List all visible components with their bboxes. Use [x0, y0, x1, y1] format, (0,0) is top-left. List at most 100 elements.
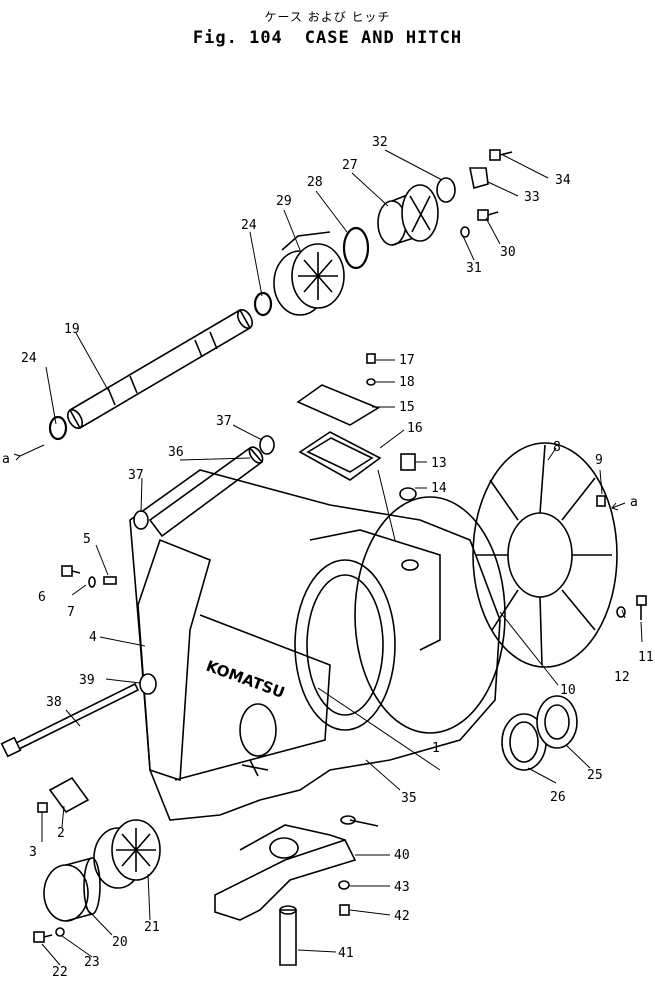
- washer-12: [616, 606, 626, 618]
- callout-labels: 1 2 3 4 5 6 7 8 9 10 11 12 13 14 15 16 1…: [2, 135, 654, 980]
- bolt-30: [477, 209, 499, 221]
- coupling-29: [273, 231, 345, 316]
- callout-41: 41: [338, 946, 354, 961]
- callout-17: 17: [399, 353, 415, 368]
- gasket-4: [137, 538, 211, 782]
- washer-7: [88, 576, 96, 588]
- cover-15: [296, 384, 380, 426]
- callout-31: 31: [466, 261, 482, 276]
- callout-15: 15: [399, 400, 415, 415]
- figure-name: CASE AND HITCH: [304, 28, 463, 48]
- seal-37-upper: [259, 435, 275, 455]
- shaft-36: [148, 446, 264, 538]
- bolt-6: [61, 565, 81, 577]
- callout-5: 5: [83, 532, 91, 547]
- hub-27: [377, 184, 439, 246]
- callout-18: 18: [399, 375, 415, 390]
- callout-38: 38: [46, 695, 62, 710]
- callout-40: 40: [394, 848, 410, 863]
- callout-28: 28: [307, 175, 323, 190]
- callout-10: 10: [560, 683, 576, 698]
- pin-35: [340, 815, 379, 827]
- callout-33: 33: [524, 190, 540, 205]
- callout-22: 22: [52, 965, 68, 980]
- callout-25: 25: [587, 768, 603, 783]
- cover-8: [472, 442, 618, 668]
- pin-41: [279, 905, 297, 966]
- bolt-11: [636, 595, 647, 620]
- callout-32: 32: [372, 135, 388, 150]
- callout-37-lower: 37: [128, 468, 144, 483]
- callout-12: 12: [614, 670, 630, 685]
- bolt-17: [366, 353, 376, 364]
- callout-6: 6: [38, 590, 46, 605]
- callout-8: 8: [553, 440, 561, 455]
- bolt-3: [37, 802, 48, 813]
- callout-2: 2: [57, 826, 65, 841]
- washer-14: [399, 487, 417, 501]
- hitch-40: [214, 824, 357, 921]
- callout-9: 9: [595, 453, 603, 468]
- callout-7: 7: [67, 605, 75, 620]
- coupling-21: [93, 819, 161, 889]
- seal-25: [536, 695, 578, 749]
- o-ring-28: [342, 226, 370, 270]
- callout-39: 39: [79, 673, 95, 688]
- lock-plate-33: [469, 167, 489, 190]
- callout-16: 16: [407, 421, 423, 436]
- washer-23: [55, 927, 65, 937]
- callout-13: 13: [431, 456, 447, 471]
- case-1: KOMATSU: [129, 469, 506, 821]
- washer-18: [366, 378, 376, 386]
- callout-4: 4: [89, 630, 97, 645]
- callout-29: 29: [276, 194, 292, 209]
- callout-42: 42: [394, 909, 410, 924]
- washer-39: [139, 673, 157, 695]
- callout-1: 1: [432, 741, 440, 756]
- callout-11: 11: [638, 650, 654, 665]
- gasket-16: [298, 431, 382, 481]
- reference-a-left: a: [2, 452, 10, 467]
- callout-34: 34: [555, 173, 571, 188]
- bolt-42: [339, 904, 350, 916]
- bolt-34: [489, 149, 513, 161]
- seal-37-lower: [133, 510, 149, 530]
- cover-2: [48, 776, 90, 814]
- dowel-5: [103, 576, 117, 585]
- figure-title: Fig. 104 CASE AND HITCH: [0, 28, 655, 48]
- callout-36: 36: [168, 445, 184, 460]
- callout-24-right: 24: [241, 218, 257, 233]
- callout-37-upper: 37: [216, 414, 232, 429]
- bearing-26: [501, 713, 547, 771]
- leader-lines: [13, 149, 643, 966]
- o-ring-24-right: [253, 291, 273, 317]
- flange-20: [43, 857, 101, 922]
- washer-31: [460, 226, 470, 238]
- callout-27: 27: [342, 158, 358, 173]
- figure-number: Fig. 104: [192, 28, 283, 48]
- japanese-title: ケース および ヒッチ: [264, 10, 391, 24]
- bolt-22: [33, 931, 53, 943]
- callout-26: 26: [550, 790, 566, 805]
- reference-a-right: a: [630, 495, 638, 510]
- pin-9: [596, 495, 606, 507]
- bolt-38: [0, 682, 140, 758]
- callout-3: 3: [29, 845, 37, 860]
- callout-30: 30: [500, 245, 516, 260]
- plug-13: [400, 453, 416, 471]
- callout-19: 19: [64, 322, 80, 337]
- callout-43: 43: [394, 880, 410, 895]
- cap-32: [436, 177, 456, 203]
- o-ring-24-left: [48, 415, 68, 441]
- callout-21: 21: [144, 920, 160, 935]
- callout-24-left: 24: [21, 351, 37, 366]
- callout-20: 20: [112, 935, 128, 950]
- shaft-19: [66, 308, 254, 430]
- callout-35: 35: [401, 791, 417, 806]
- callout-23: 23: [84, 955, 100, 970]
- washer-43: [338, 880, 350, 890]
- callout-14: 14: [431, 481, 447, 496]
- komatsu-logo: KOMATSU: [204, 657, 287, 702]
